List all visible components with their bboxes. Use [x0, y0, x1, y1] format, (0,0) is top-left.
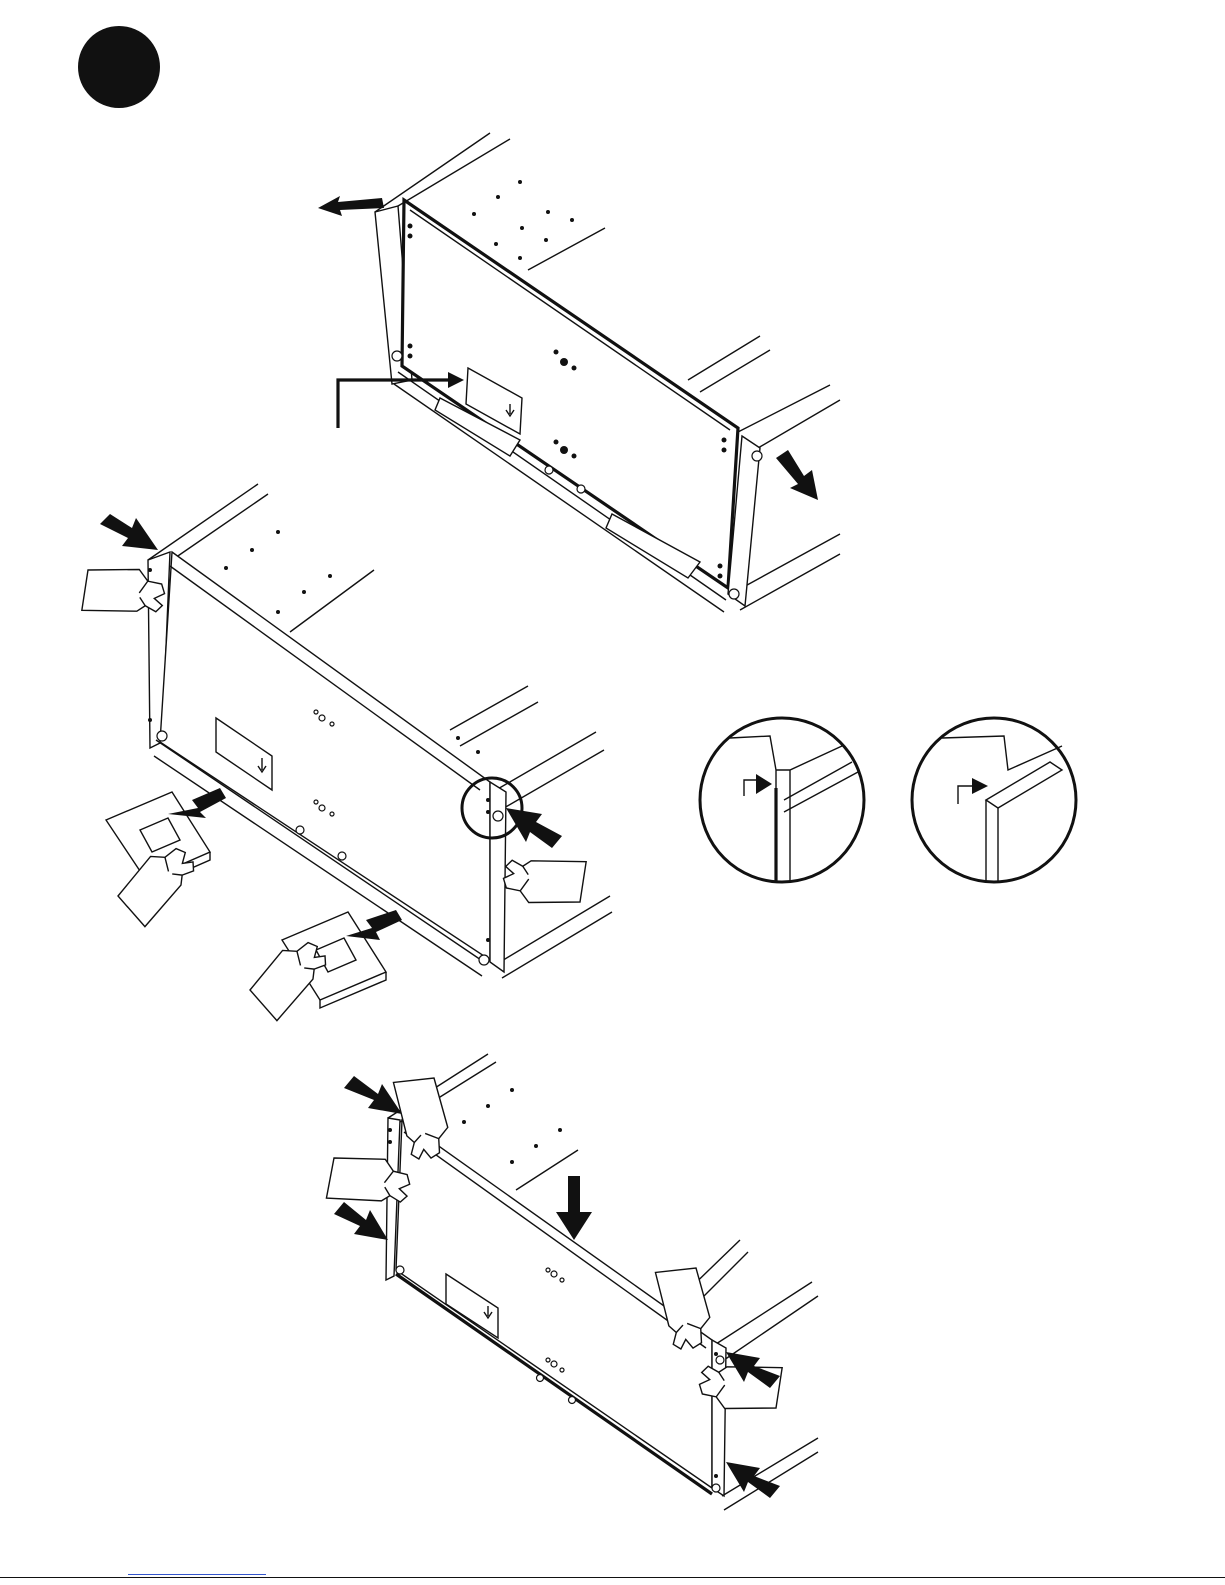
- footer-link-underline[interactable]: [128, 1574, 266, 1575]
- arrow-icon: [344, 1076, 402, 1114]
- arrow-icon: [334, 1202, 388, 1240]
- hand-icon: [497, 836, 594, 919]
- footer-rule: [0, 1577, 1225, 1578]
- panel-1-remove-back: [318, 133, 840, 612]
- top-rail: [375, 133, 510, 212]
- detail-incorrect-joint: [700, 718, 864, 882]
- panel-2-slide-supports: [74, 484, 612, 1025]
- back-panel: [160, 552, 490, 960]
- arrow-icon: [100, 514, 158, 550]
- panel-3-press-back-panel: [319, 1054, 818, 1510]
- bottom-rail: [738, 534, 840, 610]
- detail-correct-joint: [912, 718, 1076, 882]
- arrow-icon: [556, 1176, 592, 1240]
- arrow-icon: [776, 450, 818, 500]
- arrow-icon: [318, 196, 384, 216]
